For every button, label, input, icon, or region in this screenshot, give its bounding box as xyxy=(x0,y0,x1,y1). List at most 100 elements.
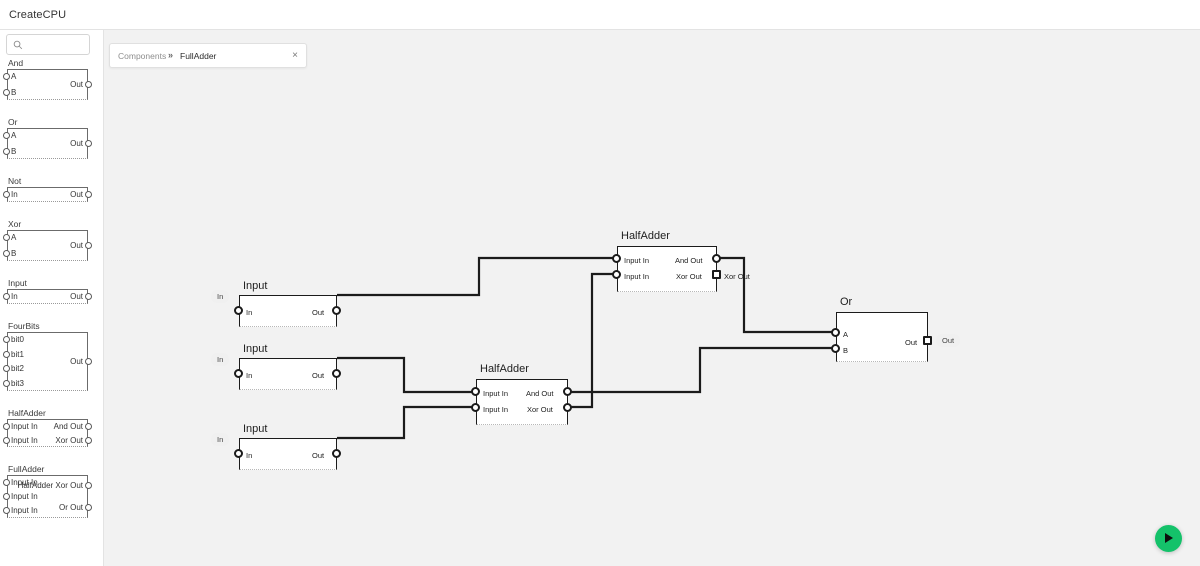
close-icon[interactable]: × xyxy=(292,50,298,61)
palette-port-in[interactable] xyxy=(3,234,10,242)
search-input[interactable] xyxy=(27,35,89,54)
palette-port-in[interactable] xyxy=(3,493,10,500)
palette-port-out-label: Out xyxy=(70,357,83,366)
palette-item-body[interactable] xyxy=(7,230,88,261)
palette-port-out-label: Or Out xyxy=(58,502,83,512)
palette-port-in[interactable] xyxy=(3,249,10,257)
palette-port-in[interactable] xyxy=(3,191,10,198)
search-box[interactable] xyxy=(6,34,90,55)
port-xor-out[interactable] xyxy=(712,270,721,279)
breadcrumb-root[interactable]: Components xyxy=(118,51,167,61)
port-in-2[interactable] xyxy=(471,403,480,412)
port-out-label: Out xyxy=(312,451,325,460)
palette-port-in[interactable] xyxy=(3,380,10,388)
port-xor-out[interactable] xyxy=(563,403,572,412)
palette-port-in[interactable] xyxy=(3,73,10,81)
node-title: Input xyxy=(243,280,268,292)
app-title: CreateCPU xyxy=(9,9,67,21)
palette-item-body[interactable] xyxy=(7,69,88,100)
port-in[interactable] xyxy=(234,369,243,378)
breadcrumb[interactable]: Components » FullAdder × xyxy=(109,43,307,68)
palette-port-in[interactable] xyxy=(3,335,10,343)
port-out[interactable] xyxy=(332,369,341,378)
palette-port-out[interactable] xyxy=(85,358,92,365)
palette-port-in-label: A xyxy=(11,233,17,243)
node-body[interactable] xyxy=(617,246,717,292)
palette-port-out[interactable] xyxy=(85,81,92,88)
palette-port-out[interactable] xyxy=(85,140,92,147)
palette-port-out-label: Out xyxy=(70,241,83,250)
palette-item-body[interactable] xyxy=(7,475,88,518)
port-in[interactable] xyxy=(234,306,243,315)
port-a[interactable] xyxy=(831,328,840,337)
palette-port-in[interactable] xyxy=(3,293,10,300)
palette-port-out-label: Out xyxy=(70,139,83,148)
port-out-label: Out xyxy=(312,371,325,380)
palette-port-out[interactable] xyxy=(85,191,92,198)
palette-port-out[interactable] xyxy=(85,422,92,430)
port-b[interactable] xyxy=(831,344,840,353)
port-b-label: B xyxy=(843,346,849,355)
palette-port-in[interactable] xyxy=(3,507,10,515)
palette-item-body[interactable] xyxy=(7,332,88,391)
palette-port-out[interactable] xyxy=(85,503,92,511)
port-in-1-label: Input In xyxy=(624,256,650,265)
palette-port-out[interactable] xyxy=(85,242,92,249)
port-out[interactable] xyxy=(332,449,341,458)
external-output-label: Xor Out xyxy=(724,272,750,281)
palette-item-title: FullAdder xyxy=(8,464,45,474)
palette-port-in[interactable] xyxy=(3,350,10,358)
palette-port-in[interactable] xyxy=(3,436,10,444)
port-in[interactable] xyxy=(234,449,243,458)
palette-port-in[interactable] xyxy=(3,132,10,140)
palette-port-in[interactable] xyxy=(3,422,10,430)
palette-port-out-label: Out xyxy=(70,292,83,301)
node-body[interactable] xyxy=(239,358,337,390)
external-input-label: In xyxy=(211,290,230,303)
palette-port-out[interactable] xyxy=(85,436,92,444)
node-body[interactable] xyxy=(239,438,337,470)
palette-item-title: Or xyxy=(8,117,18,127)
node-body[interactable] xyxy=(836,312,928,362)
palette-port-in[interactable] xyxy=(3,365,10,373)
schematic-canvas[interactable]: Components » FullAdder × Input In In Out… xyxy=(104,30,1200,566)
breadcrumb-current: FullAdder xyxy=(180,51,217,61)
node-body[interactable] xyxy=(239,295,337,327)
palette-port-in[interactable] xyxy=(3,478,10,486)
palette-port-in-label: Input In xyxy=(11,506,38,516)
port-and-out[interactable] xyxy=(712,254,721,263)
port-out[interactable] xyxy=(332,306,341,315)
port-in-1[interactable] xyxy=(612,254,621,263)
external-output-label: Out xyxy=(936,334,961,347)
palette-port-in[interactable] xyxy=(3,88,10,96)
palette-item-title: And xyxy=(8,58,24,68)
palette-port-out-label: Out xyxy=(70,80,83,89)
port-xor-out-label: Xor Out xyxy=(676,272,702,281)
port-in-1[interactable] xyxy=(471,387,480,396)
palette-port-out[interactable] xyxy=(85,482,92,490)
run-simulation-button[interactable] xyxy=(1155,525,1182,552)
palette-item-body[interactable] xyxy=(7,128,88,159)
node-title: HalfAdder xyxy=(621,230,670,242)
port-and-out[interactable] xyxy=(563,387,572,396)
top-bar: CreateCPU xyxy=(0,0,1200,30)
port-a-label: A xyxy=(843,330,849,339)
port-out[interactable] xyxy=(923,336,932,345)
node-body[interactable] xyxy=(476,379,568,425)
palette-port-in-label: bit3 xyxy=(11,379,24,389)
palette-port-in[interactable] xyxy=(3,147,10,155)
port-in-2[interactable] xyxy=(612,270,621,279)
palette-port-out[interactable] xyxy=(85,293,92,300)
node-title: HalfAdder xyxy=(480,363,529,375)
palette-item-body[interactable] xyxy=(7,419,88,447)
